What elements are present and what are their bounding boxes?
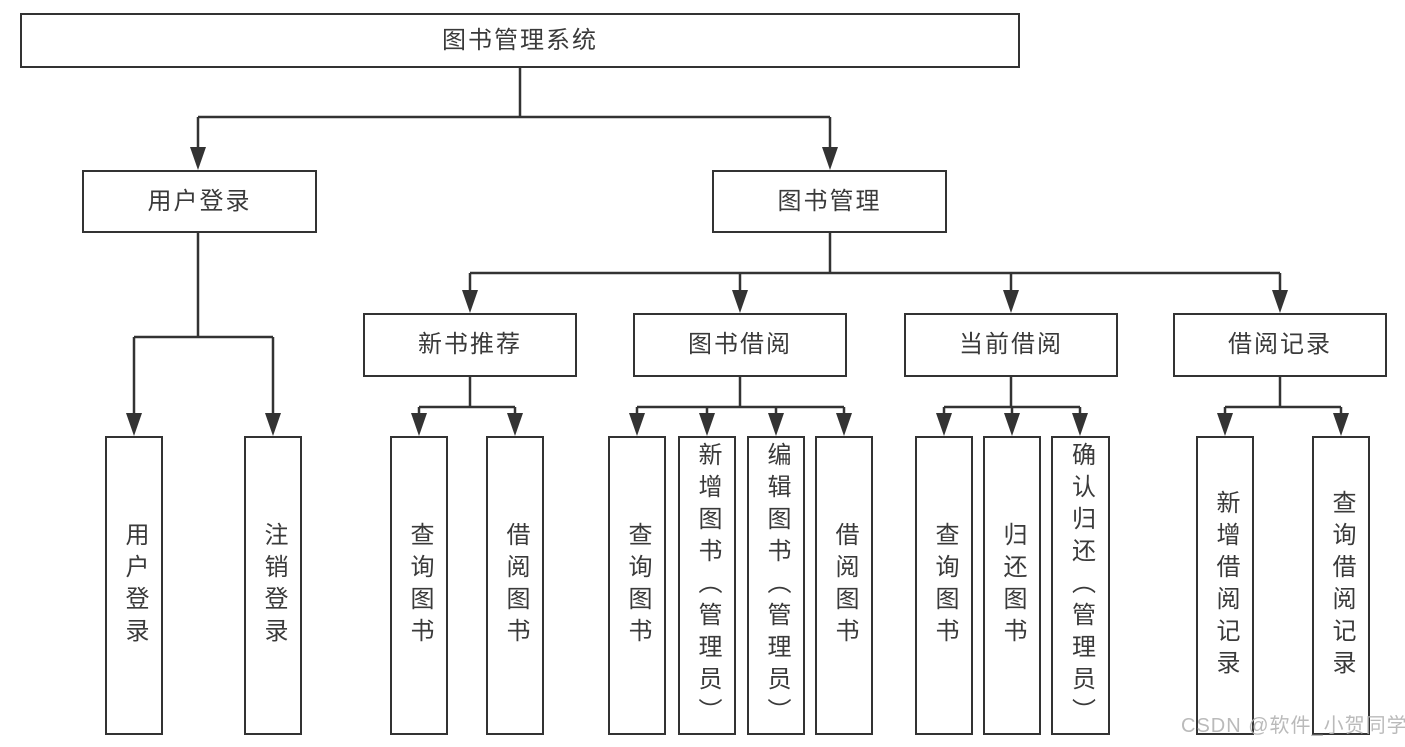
connector-borrowing-records: [1223, 377, 1343, 420]
connector-new-book: [417, 377, 517, 420]
node-library-system: 图书管理系统: [20, 13, 1020, 68]
node-label: 借阅图书: [831, 521, 858, 650]
leaf-user-login: 用户登录: [105, 436, 163, 735]
leaf-query-books-current: 查询图书: [915, 436, 973, 735]
arrow-icon: [768, 413, 784, 436]
arrow-icon: [1333, 413, 1349, 436]
arrow-icon: [936, 413, 952, 436]
node-new-book-recommendation: 新书推荐: [363, 313, 577, 377]
node-label: 图书管理系统: [442, 26, 598, 54]
arrow-icon: [126, 413, 142, 436]
arrow-icon: [411, 413, 427, 436]
arrow-icon: [265, 413, 281, 436]
leaf-add-borrow-record: 新增借阅记录: [1196, 436, 1254, 735]
connector-book-management: [468, 233, 1282, 296]
arrow-icon: [1272, 290, 1288, 313]
node-label: 归还图书: [999, 521, 1026, 650]
node-label: 借阅记录: [1228, 331, 1332, 358]
leaf-borrow-books-recommend: 借阅图书: [486, 436, 544, 735]
arrow-icon: [462, 290, 478, 313]
connector-user-login: [132, 233, 275, 418]
arrow-icon: [699, 413, 715, 436]
node-label: 新增图书（管理员）: [694, 441, 721, 730]
node-label: 新增借阅记录: [1212, 489, 1239, 682]
arrow-icon: [629, 413, 645, 436]
arrowheads: [126, 147, 1349, 436]
arrow-icon: [1217, 413, 1233, 436]
node-label: 图书借阅: [688, 331, 792, 358]
connector-root: [196, 68, 832, 152]
leaf-query-books-recommend: 查询图书: [390, 436, 448, 735]
arrow-icon: [1072, 413, 1088, 436]
leaf-edit-book-admin: 编辑图书（管理员）: [747, 436, 805, 735]
leaf-query-books-borrow: 查询图书: [608, 436, 666, 735]
node-label: 查询借阅记录: [1328, 489, 1355, 682]
leaf-query-borrow-record: 查询借阅记录: [1312, 436, 1370, 735]
node-label: 查询图书: [931, 521, 958, 650]
arrow-icon: [732, 290, 748, 313]
arrow-icon: [1004, 413, 1020, 436]
leaf-logout: 注销登录: [244, 436, 302, 735]
csdn-watermark: CSDN @软件_小贺同学: [1181, 715, 1405, 737]
leaf-confirm-return-admin: 确认归还（管理员）: [1051, 436, 1110, 735]
leaf-return-books: 归还图书: [983, 436, 1041, 735]
node-label: 注销登录: [260, 521, 287, 650]
node-label: 用户登录: [121, 521, 148, 650]
leaf-borrow-books: 借阅图书: [815, 436, 873, 735]
arrow-icon: [836, 413, 852, 436]
node-book-borrowing: 图书借阅: [633, 313, 847, 377]
node-label: 确认归还（管理员）: [1067, 441, 1095, 730]
node-borrowing-records: 借阅记录: [1173, 313, 1387, 377]
node-label: 查询图书: [406, 521, 433, 650]
node-label: 新书推荐: [418, 331, 522, 358]
node-label: 查询图书: [624, 521, 651, 650]
node-label: 编辑图书（管理员）: [763, 441, 790, 730]
connector-book-borrowing: [635, 377, 846, 420]
leaf-add-book-admin: 新增图书（管理员）: [678, 436, 736, 735]
node-book-management: 图书管理: [712, 170, 947, 233]
arrow-icon: [190, 147, 206, 170]
node-label: 用户登录: [147, 187, 252, 215]
arrow-icon: [507, 413, 523, 436]
node-current-borrowing: 当前借阅: [904, 313, 1118, 377]
arrow-icon: [1003, 290, 1019, 313]
node-user-login: 用户登录: [82, 170, 317, 233]
node-label: 借阅图书: [502, 521, 529, 650]
arrow-icon: [822, 147, 838, 170]
node-label: 图书管理: [777, 187, 882, 215]
node-label: 当前借阅: [959, 331, 1063, 358]
